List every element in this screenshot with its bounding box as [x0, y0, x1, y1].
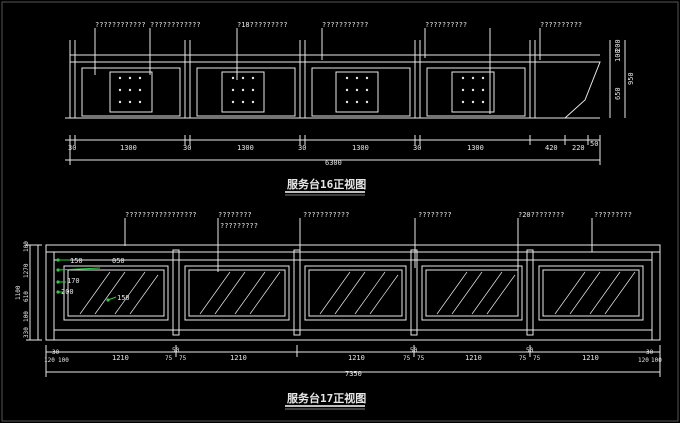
vdim-label: 1270	[23, 263, 30, 278]
dim-label: 75	[165, 355, 173, 362]
detail-label: 150	[117, 294, 130, 302]
panel-2	[196, 67, 296, 117]
glass-panel-5	[538, 265, 644, 321]
perforated-panel-3	[335, 71, 379, 113]
callout-6: ??????????	[540, 21, 582, 29]
detail-label: 150	[70, 257, 83, 265]
dim-label: 75	[417, 355, 425, 362]
dim-label: 30	[413, 144, 421, 152]
dim-label: 1210	[582, 354, 599, 362]
dim-label: 30	[183, 144, 191, 152]
glass-hatching	[79, 271, 636, 315]
dim-label: 50	[526, 347, 534, 354]
callout-7: ?????????	[594, 211, 632, 219]
detail-label: 050	[112, 257, 125, 265]
post	[172, 249, 180, 336]
dim-label: 30	[298, 144, 306, 152]
dim-label: 1300	[120, 144, 137, 152]
vdim-label: 100	[614, 49, 622, 62]
callout-2: ????????	[218, 211, 252, 219]
perforated-panel-2	[221, 71, 265, 113]
dim-total: 7350	[345, 370, 362, 378]
callout-4: ???????????	[322, 21, 368, 29]
dim-label: 1210	[465, 354, 482, 362]
glass-panel-2	[184, 265, 290, 321]
dim-label: 50	[410, 347, 418, 354]
dim-label: 30	[646, 349, 654, 356]
panel-3	[311, 67, 411, 117]
dim-label: 1210	[230, 354, 247, 362]
dim-label: 30	[68, 144, 76, 152]
counter-outline	[45, 244, 661, 341]
perforated-panel-1	[109, 71, 153, 113]
detail-label: 200	[61, 288, 74, 296]
dim-label: 420	[545, 144, 558, 152]
dim-label: 50	[172, 347, 180, 354]
glass-panel-1	[63, 265, 169, 321]
detail-label: 170	[67, 277, 80, 285]
callout-4: ???????????	[303, 211, 349, 219]
dim-label: 75	[519, 355, 527, 362]
vdim-label: 950	[627, 72, 635, 85]
callout-5: ??????????	[425, 21, 467, 29]
perforation-dots	[118, 76, 485, 104]
drawing-17-title: 服务台17正视图	[287, 391, 366, 405]
vdim-label: 330	[23, 327, 30, 338]
post	[293, 249, 301, 336]
vdim-label: 610	[23, 291, 30, 302]
callout-2: ????????????	[150, 21, 201, 29]
drawing-16-elevation	[65, 28, 626, 165]
vdim-label: 650	[614, 87, 622, 100]
callout-3: ?????????	[220, 222, 258, 230]
dim-label: 120	[638, 357, 649, 364]
dim-total: 6300	[325, 159, 342, 167]
drawing-17-elevation	[26, 218, 661, 377]
dim-label: 120	[44, 357, 55, 364]
dim-label: 30	[52, 349, 60, 356]
dim-label: 100	[58, 357, 69, 364]
glass-panel-4	[421, 265, 523, 321]
vdim-label: 200	[614, 39, 622, 52]
dim-label: 1210	[112, 354, 129, 362]
dim-label: 75	[403, 355, 411, 362]
dim-label: 50	[590, 140, 598, 148]
post	[410, 249, 418, 336]
callout-6: ?20????????	[518, 211, 564, 219]
perforated-panel-4	[451, 71, 495, 113]
panel-4	[426, 67, 526, 117]
dim-label: 1300	[467, 144, 484, 152]
detail-nodes	[56, 258, 110, 302]
vdim-label: 1100	[15, 285, 22, 300]
angled-end-piece	[535, 61, 601, 119]
glass-panel-3	[304, 265, 407, 321]
vdim-label: 100	[23, 311, 30, 322]
dim-label: 220	[572, 144, 585, 152]
dim-label: 100	[651, 357, 662, 364]
dim-label: 1300	[237, 144, 254, 152]
dim-label: 1300	[352, 144, 369, 152]
callout-1: ????????????	[95, 21, 146, 29]
panel-1	[81, 67, 181, 117]
callout-5: ????????	[418, 211, 452, 219]
callout-1: ?????????????????	[125, 211, 197, 219]
post	[526, 249, 534, 336]
vdim-label: 100	[23, 241, 30, 252]
dim-label: 75	[533, 355, 541, 362]
drawing-16-title: 服务台16正视图	[287, 177, 366, 191]
callout-3: ?18?????????	[237, 21, 288, 29]
dim-label: 1210	[348, 354, 365, 362]
dim-label: 75	[179, 355, 187, 362]
